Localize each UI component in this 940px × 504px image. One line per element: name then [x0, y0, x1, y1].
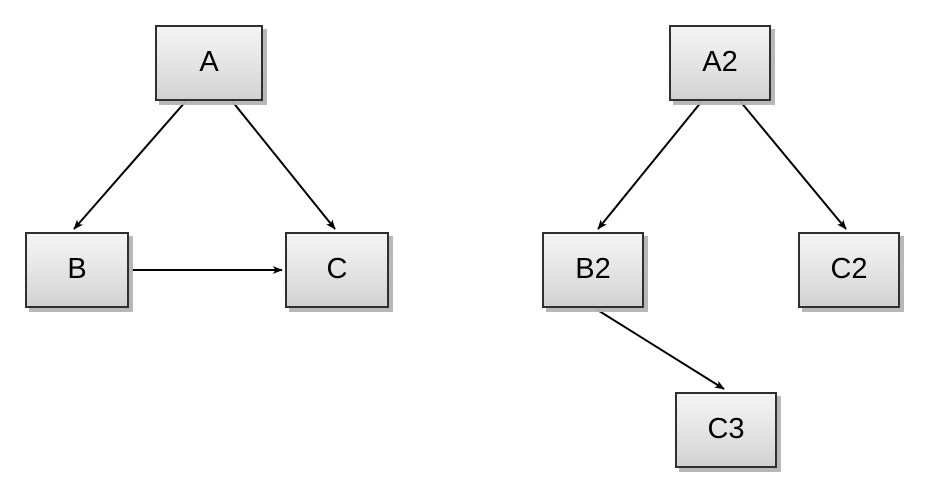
node-label: C [326, 252, 348, 285]
node-a[interactable]: A [155, 25, 263, 101]
node-b2[interactable]: B2 [542, 232, 644, 308]
node-a2[interactable]: A2 [669, 25, 771, 101]
node-b[interactable]: B [25, 232, 129, 308]
edge-a-to-b [73, 100, 187, 230]
node-label: C3 [707, 412, 745, 445]
edge-b2-to-c3 [595, 308, 725, 390]
node-c3[interactable]: C3 [675, 392, 777, 468]
edge-a-to-c [231, 100, 336, 230]
node-label: B [67, 252, 87, 285]
node-label: A2 [702, 45, 738, 78]
edge-a2-to-b2 [597, 100, 703, 230]
node-label: C2 [830, 252, 868, 285]
node-c2[interactable]: C2 [798, 232, 900, 308]
node-label: A [199, 45, 219, 78]
edge-a2-to-c2 [739, 100, 847, 230]
node-c[interactable]: C [285, 232, 389, 308]
node-label: B2 [575, 252, 611, 285]
